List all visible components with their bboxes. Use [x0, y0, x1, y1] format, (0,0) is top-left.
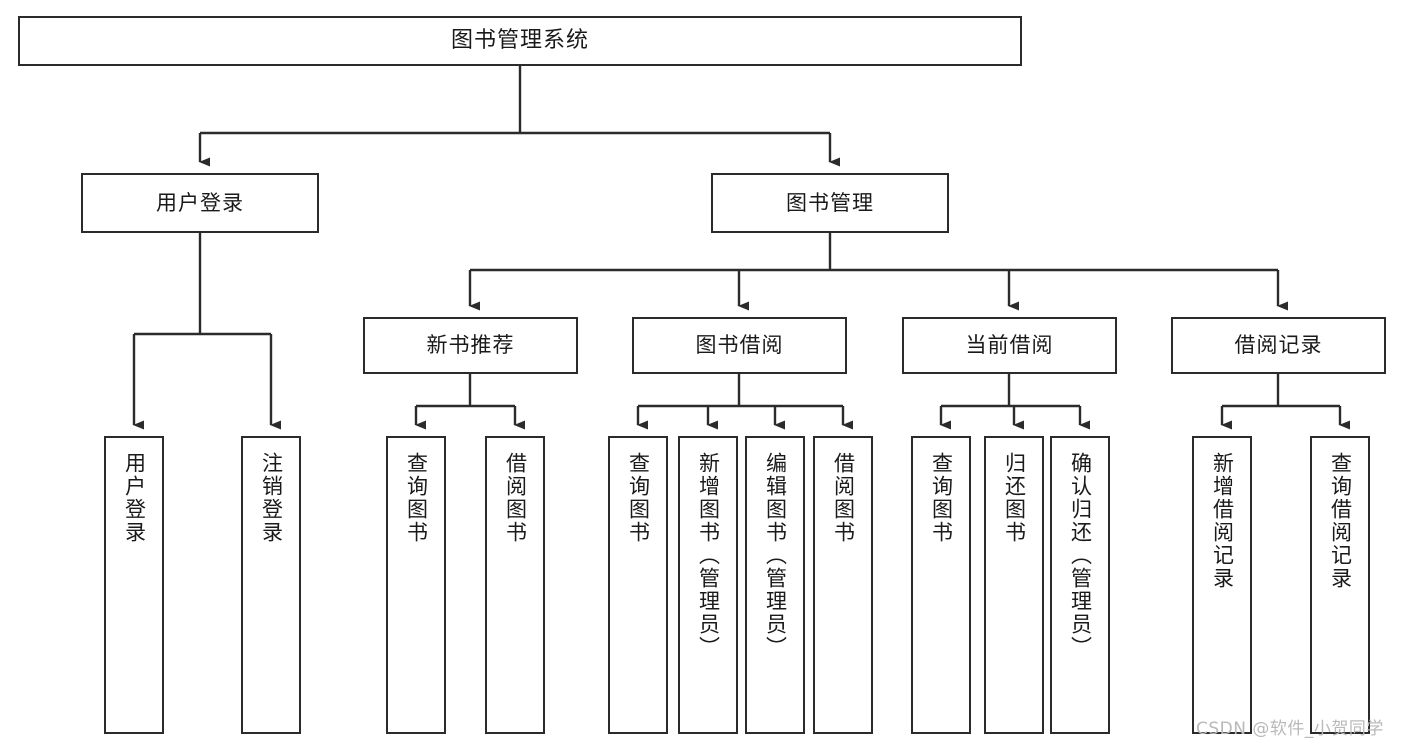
node-book-management-label: 图书管理: [786, 190, 874, 215]
node-leaf-user-login[interactable]: 用户登录: [104, 436, 164, 734]
node-leaf-add-book[interactable]: 新增图书（管理员）: [678, 436, 738, 734]
node-new-book-recommend[interactable]: 新书推荐: [363, 317, 578, 374]
node-book-borrow[interactable]: 图书借阅: [632, 317, 847, 374]
node-leaf-query-book-3[interactable]: 查询图书: [911, 436, 971, 734]
node-leaf-confirm-return[interactable]: 确认归还（管理员）: [1050, 436, 1110, 734]
node-leaf-borrow-book-2-label: 借阅图书: [831, 452, 856, 544]
node-leaf-add-record[interactable]: 新增借阅记录: [1192, 436, 1252, 734]
node-leaf-borrow-book-2[interactable]: 借阅图书: [813, 436, 873, 734]
node-leaf-edit-book[interactable]: 编辑图书（管理员）: [745, 436, 805, 734]
node-leaf-logout[interactable]: 注销登录: [241, 436, 301, 734]
node-current-borrow[interactable]: 当前借阅: [902, 317, 1117, 374]
node-leaf-edit-book-label: 编辑图书（管理员）: [763, 452, 788, 659]
node-leaf-logout-label: 注销登录: [259, 452, 284, 544]
node-leaf-confirm-return-label: 确认归还（管理员）: [1068, 452, 1093, 659]
node-leaf-add-record-label: 新增借阅记录: [1210, 452, 1235, 590]
node-leaf-query-book-2[interactable]: 查询图书: [608, 436, 668, 734]
node-leaf-borrow-book-1[interactable]: 借阅图书: [485, 436, 545, 734]
node-current-borrow-label: 当前借阅: [965, 333, 1054, 358]
node-book-borrow-label: 图书借阅: [695, 333, 784, 358]
node-leaf-query-book-2-label: 查询图书: [626, 452, 651, 544]
node-user-login-label: 用户登录: [156, 190, 244, 215]
watermark-text: CSDN @软件_小贺同学: [1196, 719, 1384, 739]
node-leaf-query-book-1-label: 查询图书: [404, 452, 429, 544]
node-book-management[interactable]: 图书管理: [711, 173, 949, 233]
node-user-login[interactable]: 用户登录: [81, 173, 319, 233]
node-root-label: 图书管理系统: [450, 28, 589, 54]
node-borrow-record[interactable]: 借阅记录: [1171, 317, 1386, 374]
node-leaf-return-book[interactable]: 归还图书: [984, 436, 1044, 734]
node-leaf-return-book-label: 归还图书: [1002, 452, 1027, 544]
node-leaf-user-login-label: 用户登录: [122, 452, 147, 544]
node-leaf-query-book-3-label: 查询图书: [929, 452, 954, 544]
node-leaf-add-book-label: 新增图书（管理员）: [696, 452, 721, 659]
node-new-book-recommend-label: 新书推荐: [426, 333, 515, 358]
node-leaf-query-book-1[interactable]: 查询图书: [386, 436, 446, 734]
node-leaf-query-record[interactable]: 查询借阅记录: [1310, 436, 1370, 734]
node-root[interactable]: 图书管理系统: [18, 16, 1022, 66]
node-leaf-borrow-book-1-label: 借阅图书: [503, 452, 528, 544]
node-leaf-query-record-label: 查询借阅记录: [1328, 452, 1353, 590]
node-borrow-record-label: 借阅记录: [1234, 333, 1323, 358]
